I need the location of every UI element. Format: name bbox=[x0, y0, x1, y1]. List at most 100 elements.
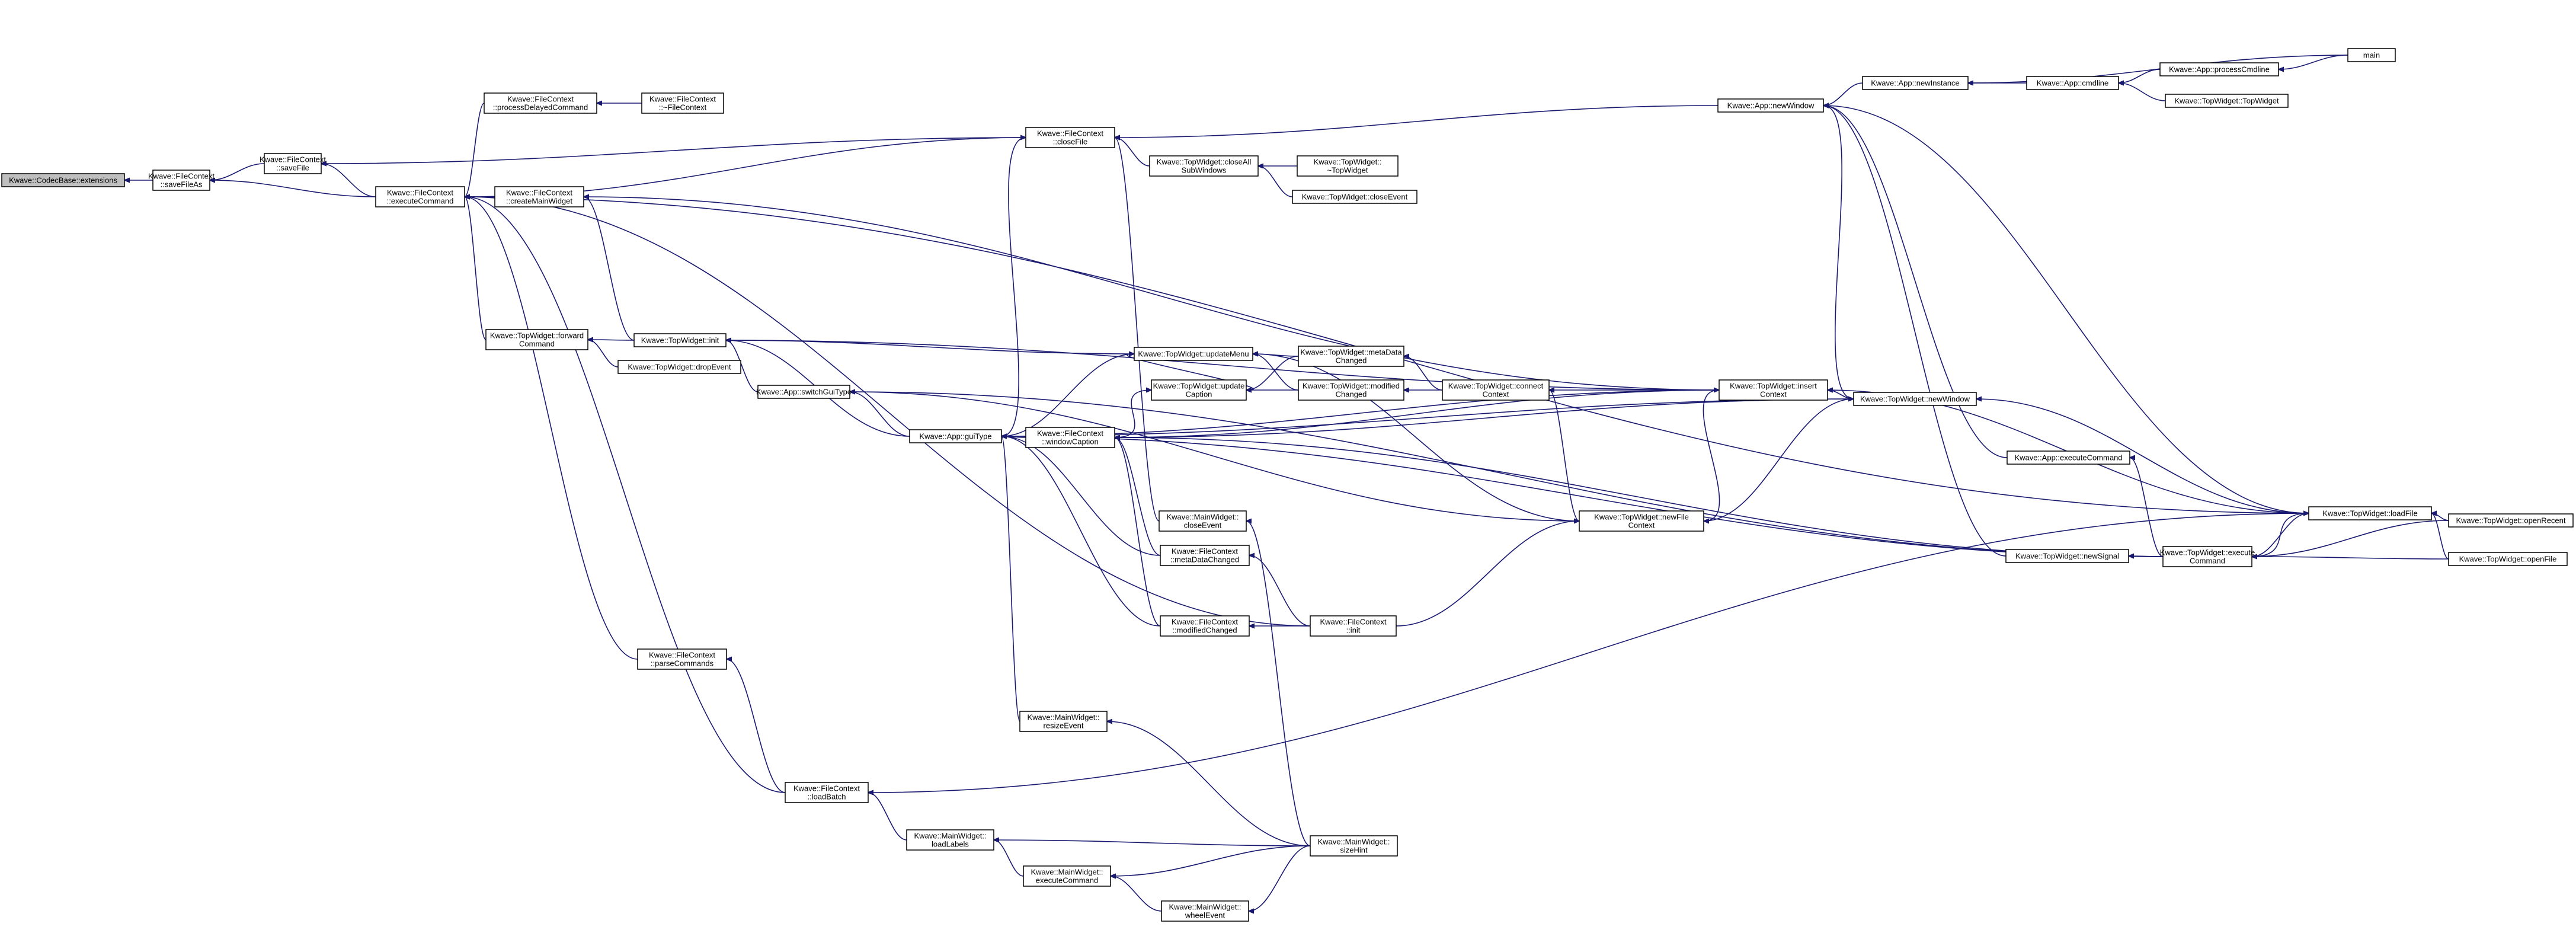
graph-node[interactable]: Kwave::FileContext::metaDataChanged bbox=[1160, 545, 1250, 566]
graph-node[interactable]: Kwave::App::executeCommand bbox=[2007, 450, 2130, 465]
graph-node[interactable]: Kwave::MainWidget::closeEvent bbox=[1159, 510, 1247, 532]
graph-node[interactable]: Kwave::App::newWindow bbox=[1717, 98, 1824, 113]
call-edge bbox=[321, 164, 376, 197]
graph-node[interactable]: Kwave::TopWidget::openFile bbox=[2448, 552, 2568, 566]
call-edge bbox=[1249, 555, 1311, 627]
node-box bbox=[1, 173, 125, 187]
graph-node[interactable]: Kwave::FileContext::loadBatch bbox=[785, 782, 869, 803]
graph-node[interactable]: Kwave::TopWidget::openRecent bbox=[2448, 513, 2574, 528]
node-box bbox=[1134, 347, 1253, 361]
graph-node[interactable]: Kwave::TopWidget::closeEvent bbox=[1292, 190, 1417, 204]
graph-node[interactable]: main bbox=[2347, 48, 2396, 62]
graph-node[interactable]: Kwave::FileContext::windowCaption bbox=[1025, 427, 1115, 448]
node-label: ::saveFileAs bbox=[161, 180, 203, 189]
call-edge bbox=[210, 163, 265, 180]
graph-node[interactable]: Kwave::FileContext::modifiedChanged bbox=[1160, 615, 1250, 637]
graph-node[interactable]: Kwave::TopWidget::dropEvent bbox=[617, 360, 741, 374]
node-label: Kwave::App::newInstance bbox=[1871, 79, 1960, 88]
node-label: ::metaDataChanged bbox=[1170, 555, 1239, 564]
graph-node[interactable]: Kwave::TopWidget::init bbox=[633, 333, 727, 347]
graph-node[interactable]: Kwave::FileContext::createMainWidget bbox=[494, 186, 584, 207]
graph-node[interactable]: Kwave::FileContext::saveFileAs bbox=[148, 170, 215, 191]
graph-node[interactable]: Kwave::FileContext::executeCommand bbox=[375, 186, 465, 207]
graph-node[interactable]: Kwave::MainWidget::loadLabels bbox=[906, 829, 994, 851]
graph-node[interactable]: Kwave::FileContext::parseCommands bbox=[637, 648, 727, 670]
node-box bbox=[757, 385, 850, 399]
graph-node[interactable]: Kwave::TopWidget::updateMenu bbox=[1134, 347, 1253, 361]
node-box bbox=[2005, 549, 2129, 563]
node-label: Kwave::TopWidget::updateMenu bbox=[1138, 350, 1249, 359]
node-box bbox=[1025, 127, 1115, 148]
node-label: Kwave::FileContext bbox=[1037, 129, 1103, 138]
graph-node[interactable]: Kwave::MainWidget::executeCommand bbox=[1023, 865, 1111, 887]
graph-node[interactable]: Kwave::MainWidget::resizeEvent bbox=[1019, 711, 1108, 732]
call-edge bbox=[584, 197, 1720, 391]
call-edge bbox=[1246, 356, 1299, 390]
node-label: Kwave::TopWidget::forward bbox=[490, 331, 584, 340]
node-label: Changed bbox=[1336, 356, 1367, 365]
node-box bbox=[1719, 379, 1828, 401]
call-edge bbox=[2252, 557, 2449, 560]
call-edge bbox=[994, 840, 1024, 877]
call-edge bbox=[2252, 520, 2449, 557]
graph-node[interactable]: Kwave::App::cmdline bbox=[2026, 76, 2119, 90]
graph-node[interactable]: Kwave::CodecBase::extensions bbox=[1, 173, 125, 187]
graph-node[interactable]: Kwave::FileContext::init bbox=[1310, 615, 1397, 637]
graph-node[interactable]: Kwave::TopWidget::modifiedChanged bbox=[1298, 379, 1404, 401]
node-label: Kwave::MainWidget:: bbox=[914, 832, 986, 841]
node-box bbox=[1292, 190, 1417, 204]
call-edge bbox=[994, 840, 1311, 846]
graph-node[interactable]: Kwave::App::guiType bbox=[909, 429, 1002, 443]
call-edge bbox=[1115, 437, 2164, 557]
node-label: Kwave::FileContext bbox=[260, 155, 326, 164]
graph-node[interactable]: Kwave::App::processCmdline bbox=[2159, 62, 2279, 76]
graph-node[interactable]: Kwave::FileContext::~FileContext bbox=[641, 92, 724, 114]
graph-node[interactable]: Kwave::TopWidget::newWindow bbox=[1853, 392, 1977, 406]
node-box bbox=[2159, 62, 2279, 76]
node-label: wheelEvent bbox=[1185, 911, 1225, 920]
node-label: Kwave::FileContext bbox=[793, 784, 860, 793]
node-label: executeCommand bbox=[1036, 876, 1099, 885]
node-label: Kwave::FileContext bbox=[1037, 429, 1103, 438]
graph-node[interactable]: Kwave::FileContext::closeFile bbox=[1025, 127, 1115, 148]
call-edge bbox=[1114, 390, 1151, 438]
node-label: Kwave::FileContext bbox=[506, 188, 572, 197]
node-box bbox=[484, 92, 597, 114]
call-edge bbox=[1823, 106, 2007, 557]
node-box bbox=[375, 186, 465, 207]
graph-node[interactable]: Kwave::App::newInstance bbox=[1862, 76, 1969, 90]
node-label: Context bbox=[1760, 390, 1787, 399]
node-box bbox=[1310, 615, 1397, 637]
call-edge bbox=[1396, 521, 1579, 627]
graph-node[interactable]: Kwave::TopWidget::TopWidget bbox=[2165, 94, 2289, 108]
call-edge bbox=[1703, 390, 1720, 522]
graph-node[interactable]: Kwave::TopWidget::executeCommand bbox=[2160, 546, 2255, 567]
node-label: Kwave::FileContext bbox=[649, 95, 716, 104]
graph-node[interactable]: Kwave::FileContext::processDelayedComman… bbox=[484, 92, 597, 114]
graph-node[interactable]: Kwave::TopWidget::newSignal bbox=[2005, 549, 2129, 563]
graph-node[interactable]: Kwave::TopWidget::loadFile bbox=[2308, 506, 2432, 520]
graph-node[interactable]: Kwave::FileContext::saveFile bbox=[260, 153, 326, 174]
graph-node[interactable]: Kwave::App::switchGuiType bbox=[756, 385, 852, 399]
call-edge bbox=[465, 197, 638, 660]
graph-node[interactable]: Kwave::MainWidget::wheelEvent bbox=[1161, 900, 1249, 922]
node-label: ::saveFile bbox=[276, 164, 309, 172]
graph-node[interactable]: Kwave::TopWidget::metaDataChanged bbox=[1298, 346, 1404, 367]
graph-node[interactable]: Kwave::MainWidget::sizeHint bbox=[1310, 835, 1398, 857]
call-edge bbox=[1404, 356, 1443, 391]
node-box bbox=[1151, 379, 1247, 401]
node-label: main bbox=[2363, 51, 2380, 60]
edges-layer bbox=[124, 55, 2449, 911]
graph-node[interactable]: Kwave::TopWidget::~TopWidget bbox=[1297, 155, 1399, 177]
node-box bbox=[637, 648, 727, 670]
node-label: Kwave::App::executeCommand bbox=[2014, 453, 2122, 462]
node-label: ::parseCommands bbox=[651, 659, 714, 668]
node-label: Kwave::App::cmdline bbox=[2037, 79, 2108, 88]
